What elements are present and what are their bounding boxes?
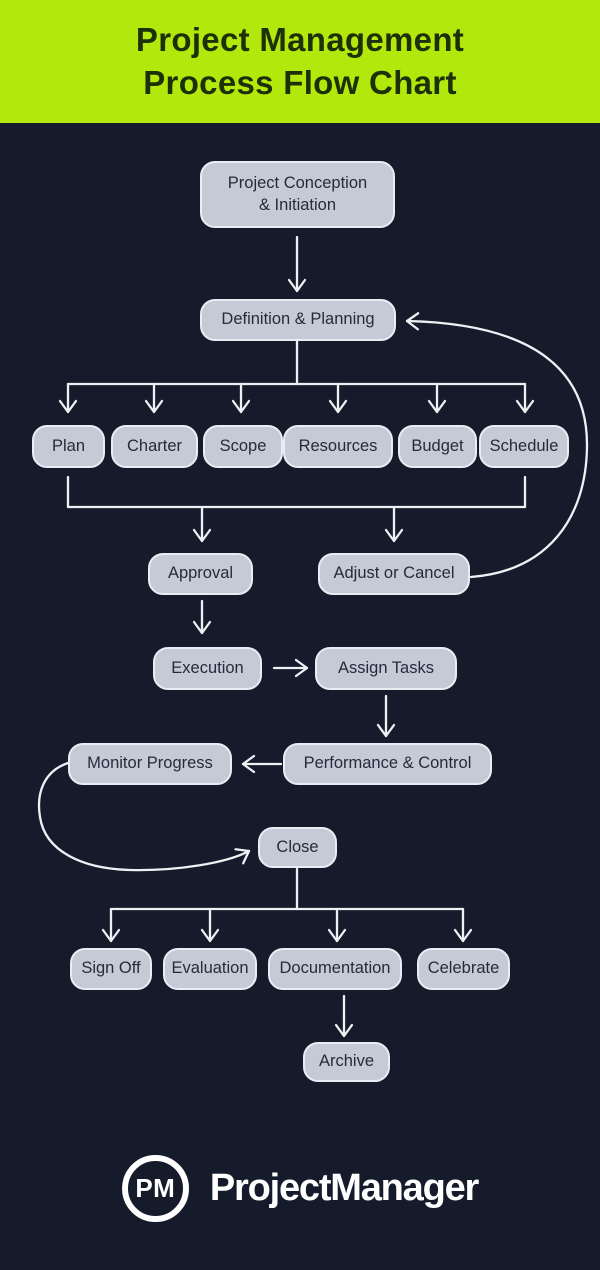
arrow-monitor-curve-to-close xyxy=(37,761,251,872)
node-archive: Archive xyxy=(303,1042,390,1082)
node-schedule: Schedule xyxy=(479,425,569,468)
title-banner: Project Management Process Flow Chart xyxy=(0,0,600,123)
node-scope: Scope xyxy=(203,425,283,468)
node-approval: Approval xyxy=(148,553,253,595)
node-adjust-or-cancel: Adjust or Cancel xyxy=(318,553,470,595)
node-budget: Budget xyxy=(398,425,477,468)
node-celebrate: Celebrate xyxy=(417,948,510,990)
node-charter: Charter xyxy=(111,425,198,468)
page-title-line1: Project Management xyxy=(135,20,465,58)
brand-footer: PM ProjectManager xyxy=(0,1152,600,1224)
node-sign-off: Sign Off xyxy=(70,948,152,990)
pm-logo-icon: PM xyxy=(121,1154,189,1222)
node-definition-planning: Definition & Planning xyxy=(200,299,396,341)
brand-name: ProjectManager xyxy=(209,1166,479,1209)
node-assign-tasks: Assign Tasks xyxy=(315,647,457,690)
node-execution: Execution xyxy=(153,647,262,690)
node-plan: Plan xyxy=(32,425,105,468)
page-title-line2: Process Flow Chart xyxy=(143,63,457,101)
node-monitor-progress: Monitor Progress xyxy=(68,743,232,785)
node-performance-control: Performance & Control xyxy=(283,743,492,785)
node-close: Close xyxy=(258,827,337,868)
node-evaluation: Evaluation xyxy=(163,948,257,990)
pm-monogram: PM xyxy=(135,1172,176,1203)
arrow-adjust-loop-to-definition xyxy=(405,312,589,579)
node-resources: Resources xyxy=(283,425,393,468)
node-documentation: Documentation xyxy=(268,948,402,990)
node-project-conception: Project Conception & Initiation xyxy=(200,161,395,228)
